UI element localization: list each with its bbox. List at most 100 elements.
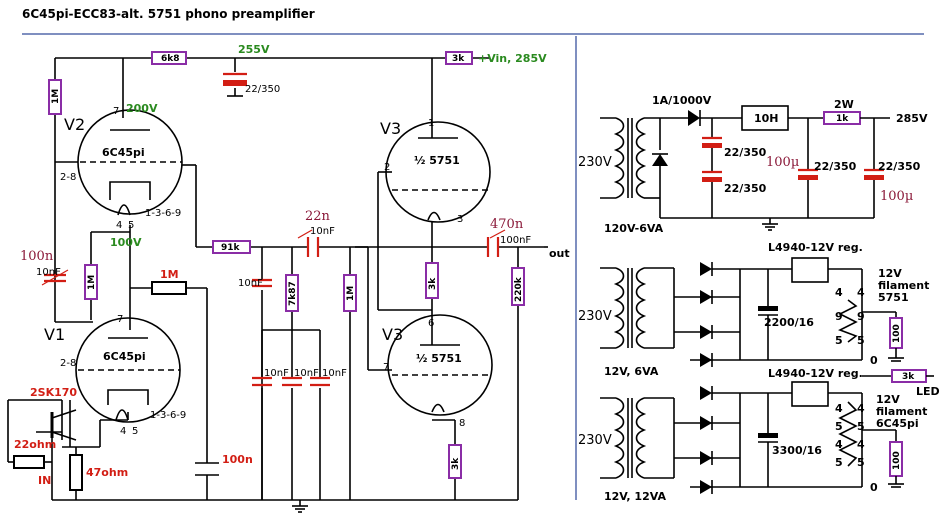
schematic-label: 22/350 (724, 146, 767, 159)
schematic-label: 5 (128, 220, 134, 231)
schematic-label: 6C45pi (876, 417, 919, 430)
cap-label-10nF-c: 10nF (294, 368, 319, 379)
resistor-3k-top: 3k (445, 51, 473, 65)
label-230v-1: 230V (578, 155, 612, 170)
schematic-label: 220k (514, 276, 524, 302)
tube-type-v3-lower: ½ 5751 (416, 352, 462, 365)
schematic-label: 4 (857, 438, 865, 451)
schematic-label: 2-8 (60, 358, 76, 369)
label-285v: 285V (896, 112, 928, 125)
schematic-label: 5 (857, 334, 865, 347)
ground-symbol (292, 505, 308, 513)
schematic-label: 8 (459, 418, 465, 429)
capacitor-470n (486, 229, 506, 257)
label-in: IN (38, 474, 51, 487)
schematic-label: 2 (384, 162, 390, 173)
capacitor-22n (297, 229, 320, 257)
label-led: LED (916, 385, 940, 398)
tube-label-v3-upper: V3 (380, 119, 401, 138)
jfet-2sk170 (50, 409, 77, 441)
resistor-7k87: 7k87 (285, 274, 299, 312)
label-reg-2: L4940-12V reg. (768, 367, 863, 380)
resistor-6k8: 6k8 (151, 51, 187, 65)
voltage-vin: +Vin, 285V (478, 52, 547, 65)
schematic-label: 0 (870, 354, 878, 367)
label-120v-6va: 120V-6VA (604, 222, 664, 235)
filament-supply-5751 (600, 257, 904, 367)
voltage-255: 255V (238, 43, 270, 56)
cap-label-10n: 10nF (36, 267, 61, 278)
schematic-label: 4 (835, 438, 843, 451)
schematic-label: 9 (857, 310, 865, 323)
schematic-label: 7k87 (288, 281, 298, 306)
schematic-label: 22/350 (814, 160, 857, 173)
tube-type-v2: 6C45pi (102, 146, 145, 159)
capacitor-22-350 (223, 72, 247, 97)
schematic-label: 4 (835, 402, 843, 415)
capacitor-10nF-b (252, 376, 272, 387)
schematic-label: 22/350 (878, 160, 921, 173)
resistor-47ohm (69, 454, 83, 491)
tube-label-v3-lower: V3 (382, 325, 403, 344)
tube-label-v2: V2 (64, 115, 85, 134)
capacitor-100n-v1 (195, 462, 219, 476)
schematic-label: 9 (835, 310, 843, 323)
cap-label-22n-10nF: 10nF (310, 226, 335, 237)
label-230v-3: 230V (578, 433, 612, 448)
cap-label-10nF-a: 10nF (238, 278, 263, 289)
resistor-220k: 220k (511, 267, 525, 306)
schematic-label: 5 (857, 420, 865, 433)
schematic-label: 1M (51, 89, 61, 104)
schematic-label: 4 (116, 220, 122, 231)
schematic-label: 6k8 (161, 54, 180, 64)
tube-label-v1: V1 (44, 325, 65, 344)
cap-label-22-350: 22/350 (245, 84, 280, 95)
hv-supply (600, 105, 890, 231)
page-title: 6C45pi-ECC83-alt. 5751 phono preamplifie… (22, 7, 315, 21)
label-22ohm: 22ohm (14, 438, 56, 451)
schematic-label: 3 (457, 214, 463, 225)
label-100n-red: 100n (222, 453, 253, 466)
resistor-91k: 91k (212, 240, 251, 254)
schematic-label: 2200/16 (764, 316, 814, 329)
schematic-label: 1-3-6-9 (150, 410, 186, 421)
label-47ohm: 47ohm (86, 466, 128, 479)
schematic-label: 4 (120, 426, 126, 437)
schematic-label: 2-8 (60, 172, 76, 183)
schematic-label: 1M (87, 275, 97, 290)
cap-label-10nF-d: 10nF (322, 368, 347, 379)
schematic-label: 5 (835, 334, 843, 347)
tube-v2 (77, 109, 183, 216)
tube-type-v3-upper: ½ 5751 (414, 154, 460, 167)
filament-supply-6c45 (600, 369, 934, 494)
schematic-label: 3k (451, 457, 461, 470)
label-230v-2: 230V (578, 309, 612, 324)
capacitor-10nF-d (310, 376, 330, 387)
wires-preamp (7, 57, 544, 506)
label-1a1000v: 1A/1000V (652, 94, 712, 107)
note-22n: 22n (305, 209, 331, 224)
voltage-200: 200V (126, 102, 158, 115)
schematic-label: 5 (835, 420, 843, 433)
tube-type-v1: 6C45pi (103, 350, 146, 363)
capacitor-10nF-a (252, 278, 272, 288)
label-2sk170: 2SK170 (30, 386, 77, 399)
schematic-label: 5751 (878, 291, 909, 304)
tube-v1 (75, 317, 181, 423)
schematic-label: 5 (835, 456, 843, 469)
panel-dividers (22, 33, 924, 500)
tube-v3-lower (387, 314, 493, 416)
schematic-label: 1M (346, 286, 356, 301)
schematic-label: 3k (902, 372, 915, 382)
label-reg-1: L4940-12V reg. (768, 241, 863, 254)
schematic-label: 7 (117, 314, 123, 325)
tube-v3-upper (385, 118, 491, 223)
schematic-label: 100 (892, 324, 902, 343)
schematic-label: filament (878, 279, 929, 292)
resistor-1M-mid: 1M (343, 274, 357, 312)
resistor-22ohm (13, 455, 45, 469)
cap-label-100nF: 100nF (500, 235, 531, 246)
note-100u-b: 100µ (880, 189, 913, 204)
schematic-label: 7 (383, 362, 389, 373)
